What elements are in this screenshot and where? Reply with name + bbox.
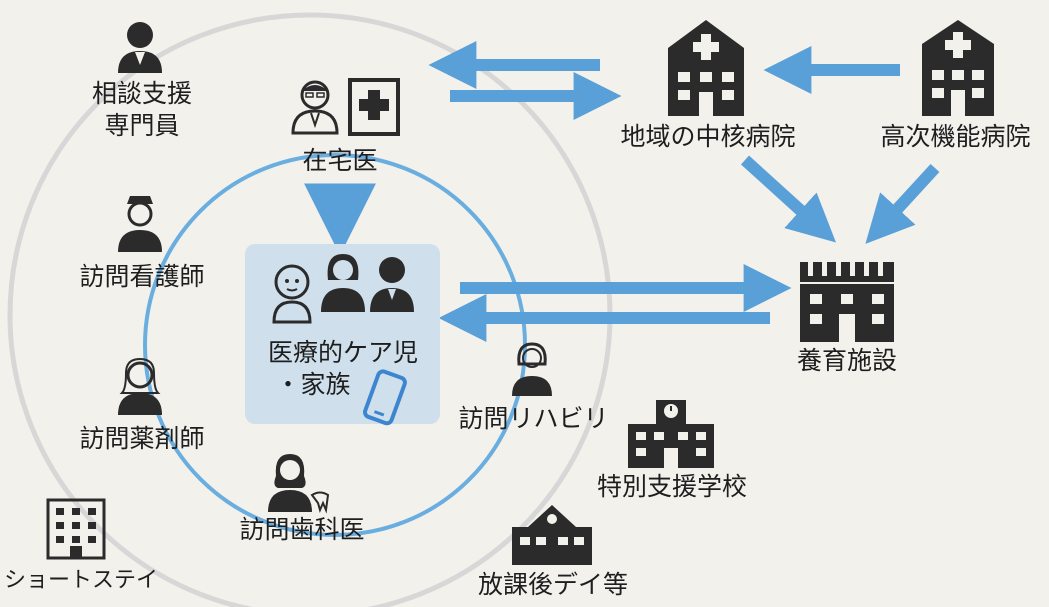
special-school-building-icon <box>628 400 714 468</box>
smartphone-icon <box>362 369 407 426</box>
home-doctor-label: 在宅医 <box>302 146 378 175</box>
care-facility-building-icon <box>800 262 894 342</box>
mother-icon <box>321 254 365 312</box>
after-school-building-icon <box>512 505 592 565</box>
care-facility-label: 養育施設 <box>796 346 897 375</box>
clinic-building-icon <box>348 78 400 136</box>
after-school-label: 放課後デイ等 <box>478 570 629 599</box>
dentist-person-icon <box>268 454 330 514</box>
special-school-label: 特別支援学校 <box>596 472 747 501</box>
pharmacist-person-icon <box>118 357 162 415</box>
doctor-person-icon <box>291 80 339 135</box>
regional-hospital-label: 地域の中核病院 <box>620 122 796 151</box>
visiting-nurse-label: 訪問看護師 <box>79 262 205 291</box>
child-label-line1: 医療的ケア児 <box>267 338 418 367</box>
visiting-rehab-label: 訪問リハビリ <box>458 404 609 433</box>
visiting-dentist-label: 訪問歯科医 <box>239 515 365 544</box>
visiting-pharmacist-label: 訪問薬剤師 <box>79 424 205 453</box>
arrows <box>304 41 940 342</box>
nurse-person-icon <box>118 196 162 252</box>
advanced-hospital-label: 高次機能病院 <box>880 122 1031 151</box>
child-label-line2: ・家族 <box>275 370 351 399</box>
baby-icon <box>272 264 312 324</box>
father-icon <box>370 257 414 312</box>
consultant-label: 相談支援 専門員 <box>91 79 192 140</box>
advanced-hospital-building-icon <box>922 20 994 116</box>
rehab-person-icon <box>512 342 552 396</box>
regional-hospital-building-icon <box>668 20 744 116</box>
arrow-higher-to-facility <box>865 163 940 244</box>
consultant-person-icon <box>118 22 162 73</box>
short-stay-building-icon <box>46 498 106 560</box>
short-stay-label: ショートステイ <box>4 568 159 593</box>
arrow-core-to-facility <box>740 155 837 243</box>
